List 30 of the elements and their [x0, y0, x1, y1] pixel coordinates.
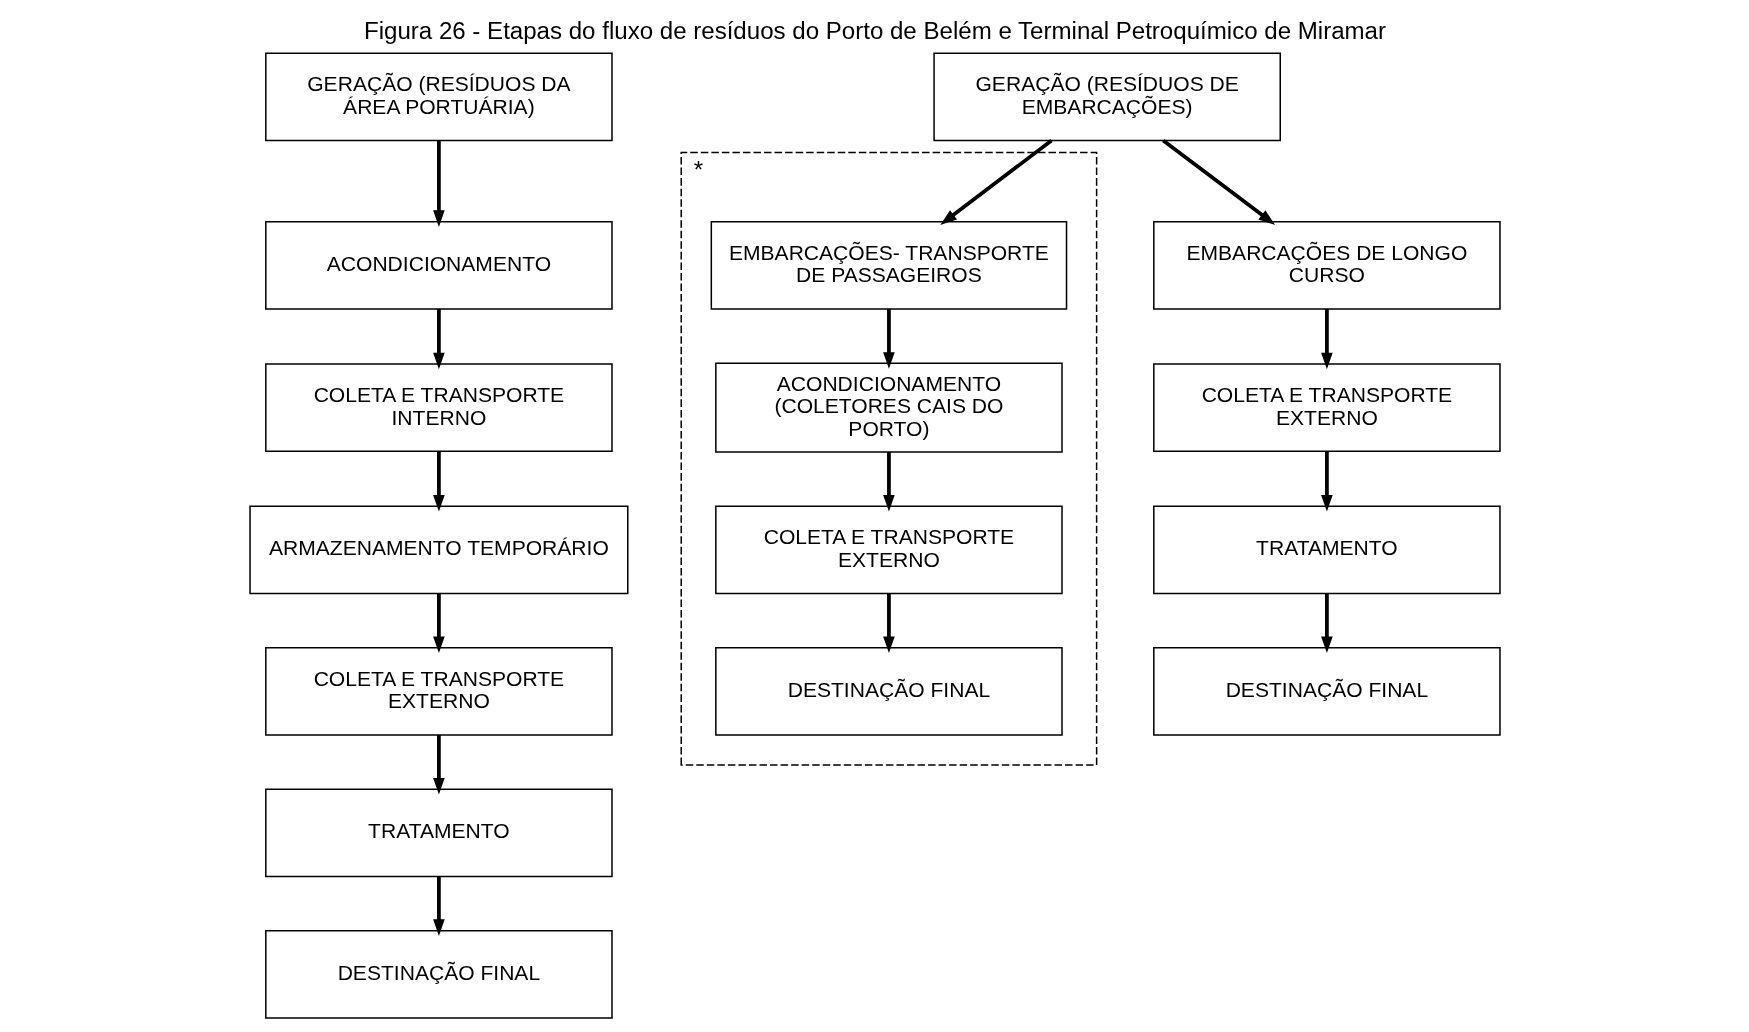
arrow: [432, 309, 445, 370]
arrow: [1320, 309, 1333, 370]
arrow: [1320, 593, 1333, 653]
arrow: [1161, 139, 1275, 225]
node-box: COLETA E TRANSPORTE EXTERNO: [714, 505, 1063, 595]
node-box: COLETA E TRANSPORTE EXTERNO: [264, 646, 613, 736]
arrow: [882, 593, 895, 653]
node-box: ARMAZENAMENTO TEMPORÁRIO: [248, 505, 629, 595]
arrow: [1320, 451, 1333, 512]
node-box: GERAÇÃO (RESÍDUOS DA ÁREA PORTUÁRIA): [264, 52, 613, 142]
arrow: [432, 735, 445, 795]
node-box: DESTINAÇÃO FINAL: [264, 929, 613, 1019]
node-box: COLETA E TRANSPORTE INTERNO: [264, 363, 613, 453]
node-box: EMBARCAÇÕES- TRANSPORTE DE PASSAGEIROS: [710, 221, 1067, 310]
node-box: DESTINAÇÃO FINAL: [1152, 646, 1501, 736]
arrow: [432, 593, 445, 653]
diagram-title: Figura 26 - Etapas do fluxo de resíduos do Porto de Belém e Terminal Petroquímico de Miramar: [363, 17, 1386, 45]
arrow: [432, 451, 445, 512]
node-box: EMBARCAÇÕES DE LONGO CURSO: [1152, 221, 1501, 310]
node-box: GERAÇÃO (RESÍDUOS DE EMBARCAÇÕES): [932, 52, 1281, 142]
arrow: [432, 140, 445, 227]
node-box: TRATAMENTO: [1152, 505, 1501, 595]
node-box: COLETA E TRANSPORTE EXTERNO: [1152, 363, 1501, 453]
arrow: [882, 309, 895, 369]
node-box: TRATAMENTO: [264, 788, 613, 878]
node-box: DESTINAÇÃO FINAL: [714, 646, 1063, 736]
arrow: [432, 876, 445, 936]
node-box: ACONDICIONAMENTO: [264, 221, 613, 310]
arrow: [882, 452, 895, 512]
node-box: ACONDICIONAMENTO (COLETORES CAIS DO PORTO): [714, 362, 1063, 453]
